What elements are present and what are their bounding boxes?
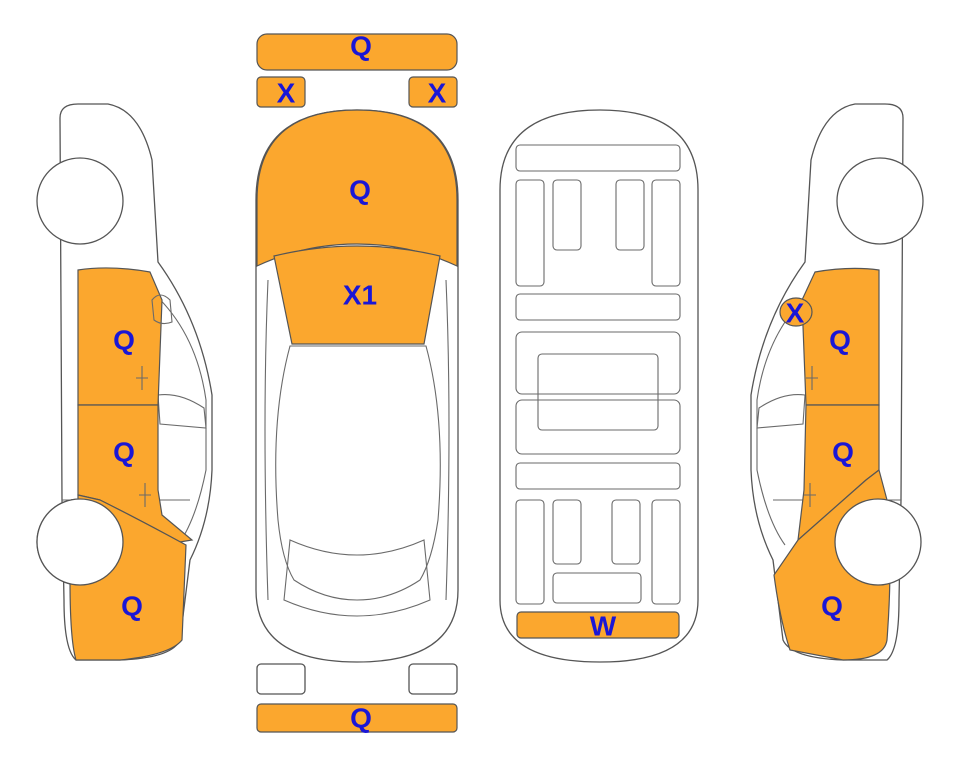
front-bumper-panel: [256, 33, 458, 71]
left-front-door-label: Q: [113, 325, 135, 356]
right-side-front-wheel: [836, 157, 924, 245]
front-bumper-label: Q: [350, 31, 372, 62]
windshield-label: X1: [343, 280, 377, 311]
right-mirror-label: X: [786, 298, 805, 329]
hood-panel: [256, 109, 458, 267]
right-side-window-line: [756, 393, 806, 429]
right-side-view: Q X Q Q: [750, 103, 924, 661]
left-headlight-panel: [256, 76, 306, 108]
left-side-view: Q Q Q: [36, 103, 213, 661]
left-side-roof-line: [149, 289, 207, 546]
windshield-panel: [273, 245, 441, 345]
top-view-cabin-outline: [275, 345, 441, 601]
left-side-front-wheel: [36, 157, 124, 245]
rear-underbody-label: W: [590, 611, 617, 642]
right-door-handles: [804, 366, 818, 507]
left-headlight-label: X: [277, 78, 296, 109]
right-mirror-panel: [779, 297, 813, 327]
rear-bumper-label: Q: [350, 703, 372, 734]
underbody-outline: [499, 109, 699, 663]
right-front-door-label: Q: [829, 325, 851, 356]
top-view-right-door-line: [445, 279, 450, 601]
right-rear-door-label: Q: [832, 437, 854, 468]
left-side-window-line: [157, 393, 207, 429]
left-door-handles: [136, 366, 151, 507]
right-front-door-panel: [801, 267, 880, 406]
left-front-door-window-notch: [151, 294, 173, 325]
left-taillight: [256, 663, 306, 695]
left-front-door-panel: [77, 267, 163, 406]
right-rear-quarter-label: Q: [821, 591, 843, 622]
left-rear-door-label: Q: [113, 437, 135, 468]
right-side-rear-wheel: [834, 498, 922, 586]
top-view-left-door-line: [264, 279, 269, 601]
right-headlight-label: X: [428, 78, 447, 109]
left-side-rear-wheel-overlay: [36, 498, 124, 586]
right-taillight: [408, 663, 458, 695]
top-view: Q X X Q X1 Q: [255, 31, 459, 734]
rear-underbody-panel: [516, 611, 680, 639]
rear-bumper-panel: [256, 703, 458, 733]
right-headlight-panel: [408, 76, 458, 108]
hood-label: Q: [349, 175, 371, 206]
left-rear-quarter-label: Q: [121, 591, 143, 622]
underbody-view: W: [499, 109, 699, 663]
top-view-rear-window: [283, 539, 431, 617]
